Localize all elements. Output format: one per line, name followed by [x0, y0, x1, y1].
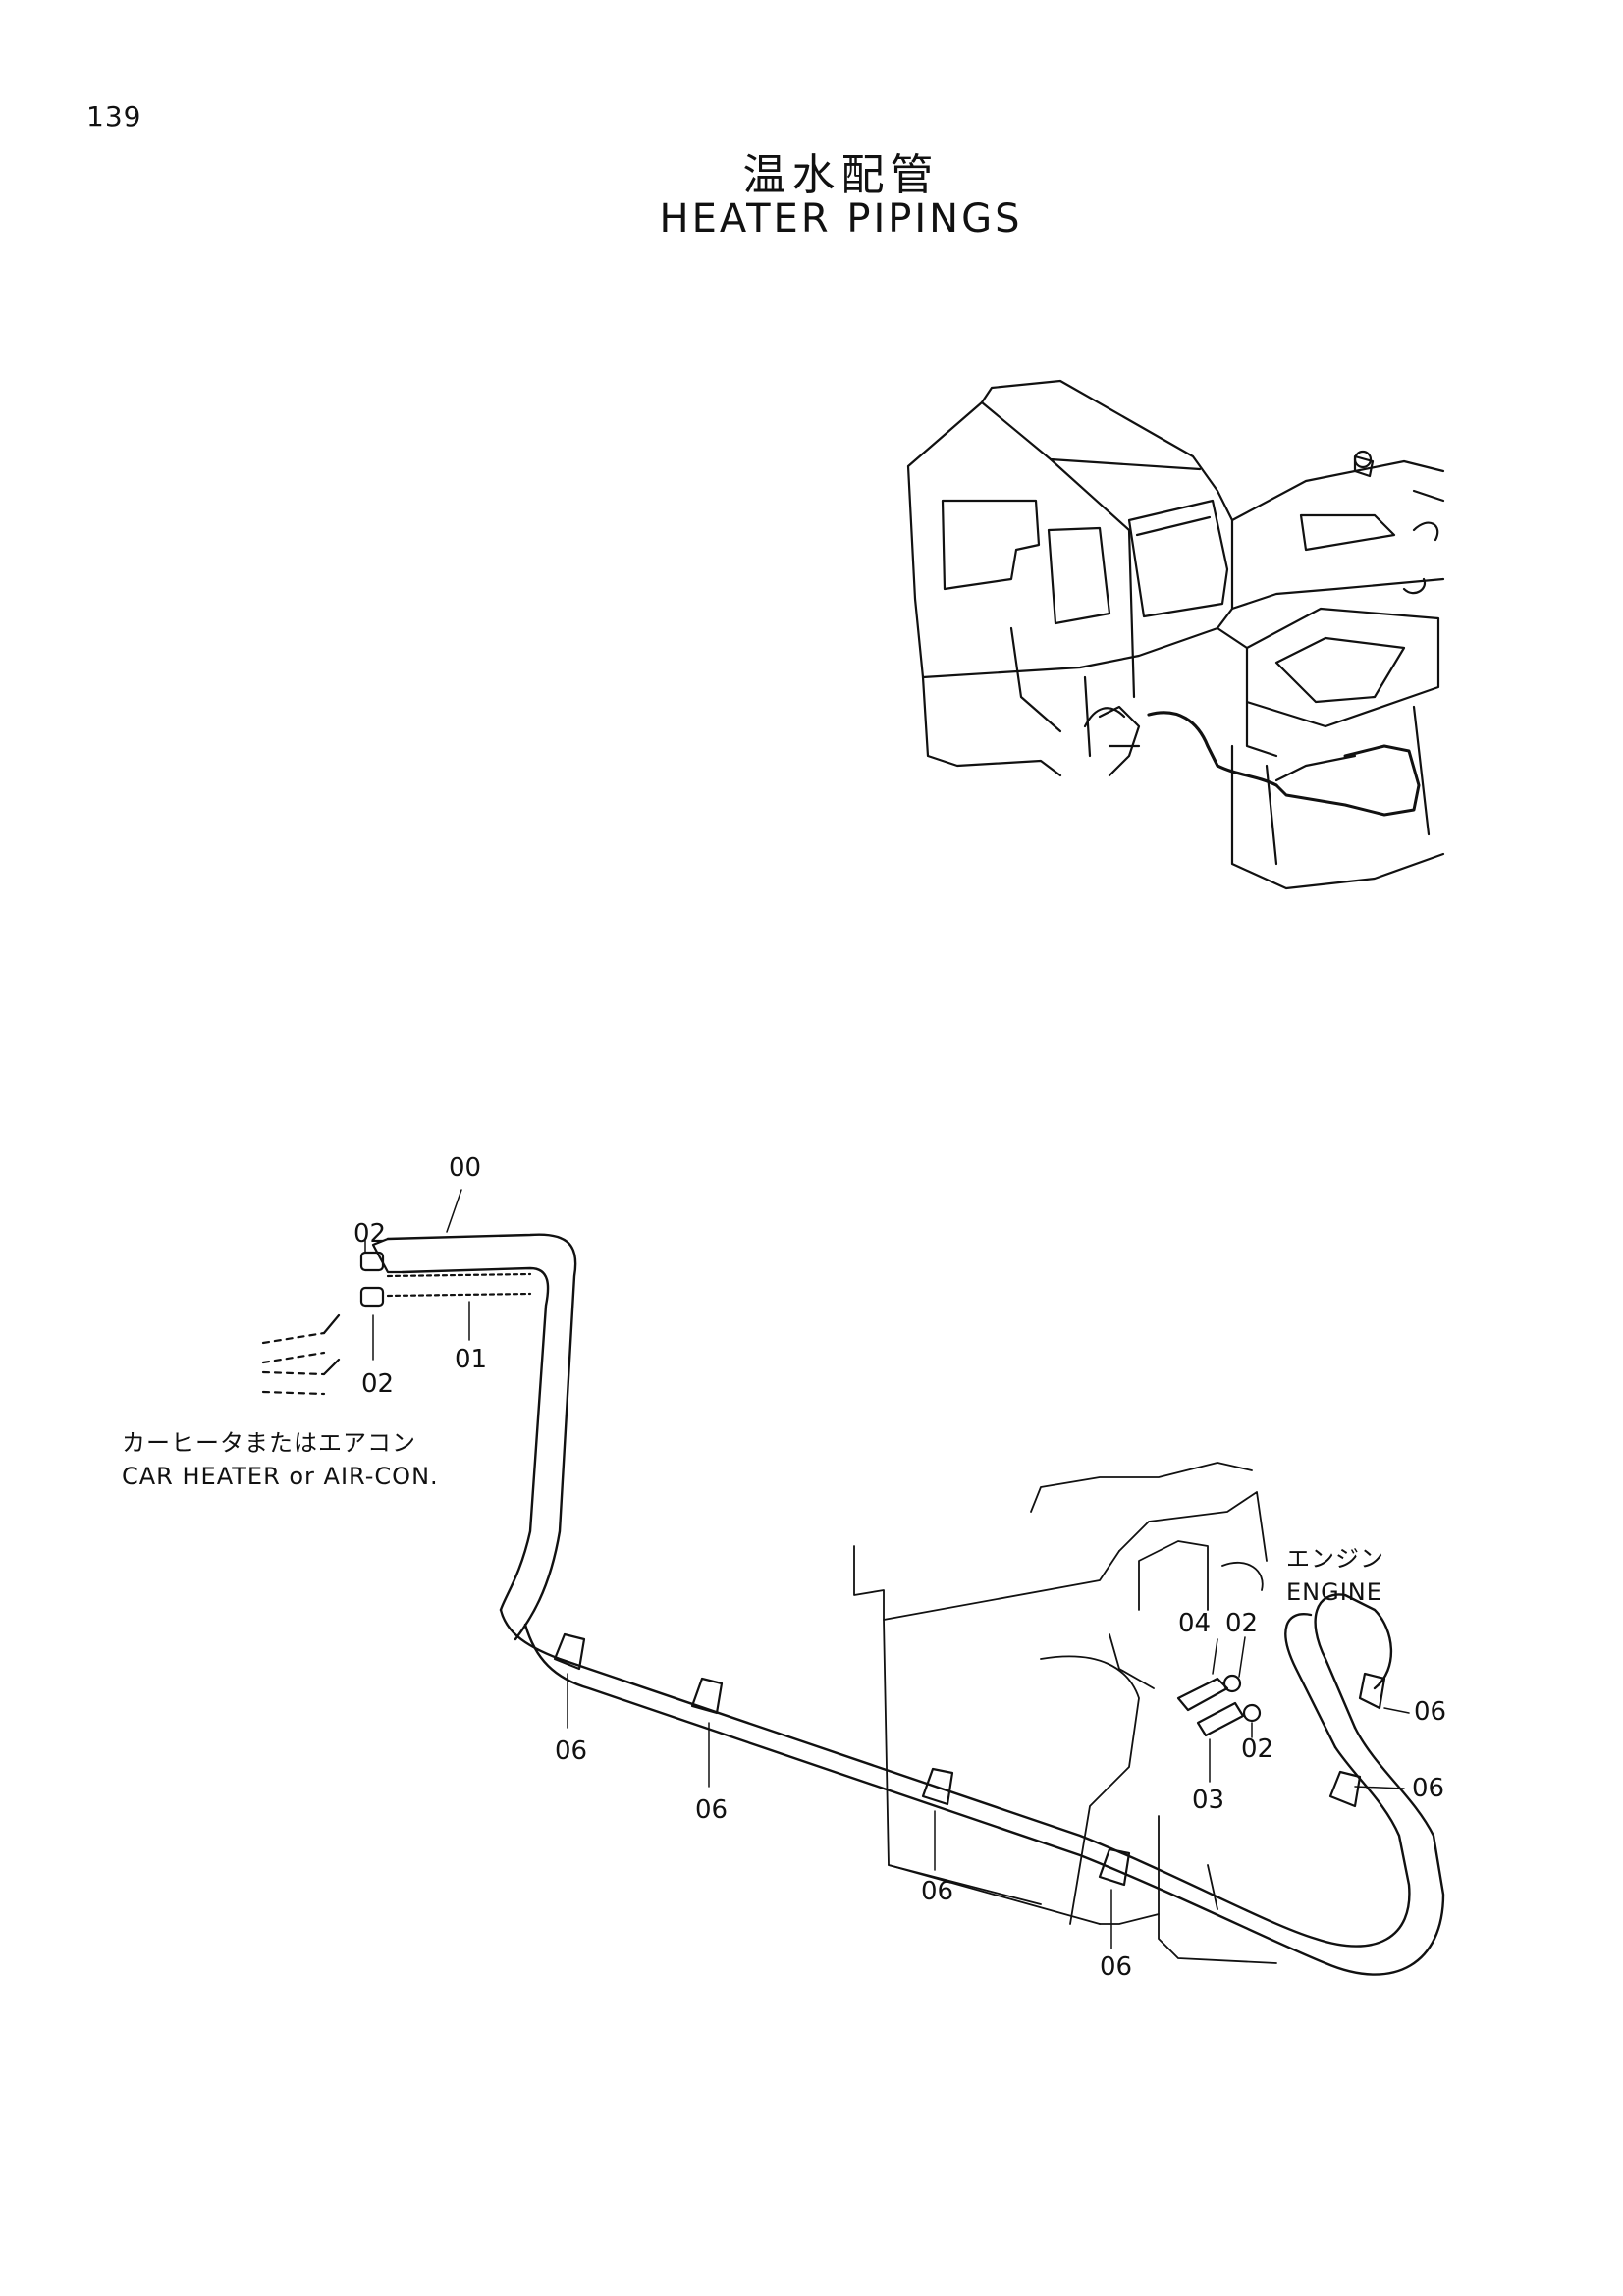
car-heater-label-en: CAR HEATER or AIR-CON.	[122, 1463, 439, 1490]
title-japanese: 温水配管	[742, 150, 940, 200]
callout-06-c: 06	[921, 1877, 953, 1906]
leader-lines	[364, 1189, 1410, 1949]
callout-06-e: 06	[1414, 1697, 1446, 1727]
callout-03: 03	[1192, 1786, 1224, 1815]
callout-01: 01	[455, 1345, 487, 1374]
callout-02-bottom: 02	[361, 1369, 394, 1399]
drawing-notes: カーヒータまたはエアコン CAR HEATER or AIR-CON. エンジン…	[122, 1429, 1384, 1606]
callout-06-b: 06	[695, 1795, 728, 1825]
engine-label-jp: エンジン	[1286, 1545, 1384, 1573]
callout-06-a: 06	[555, 1736, 587, 1766]
hose-clamps	[553, 1632, 1386, 1887]
heater-hose-assembly	[261, 1189, 1445, 1976]
callout-numbers: 00 02 01 02 06 06 06 06 04 02 02 03 06 0…	[353, 1153, 1446, 1982]
car-heater-label-jp: カーヒータまたはエアコン	[122, 1429, 416, 1457]
engine-block	[853, 1462, 1277, 1964]
callout-02-top: 02	[353, 1219, 386, 1249]
callout-04: 04	[1178, 1609, 1211, 1638]
page-number: 139	[86, 100, 142, 133]
engine-label-en: ENGINE	[1286, 1578, 1382, 1606]
callout-06-d: 06	[1100, 1952, 1132, 1982]
callout-02-engine-bottom: 02	[1241, 1735, 1273, 1764]
excavator-overview-illustration	[906, 379, 1445, 890]
callout-02-engine-top: 02	[1225, 1609, 1258, 1638]
callout-00: 00	[449, 1153, 481, 1183]
title-english: HEATER PIPINGS	[659, 196, 1023, 241]
callout-06-f: 06	[1412, 1774, 1444, 1803]
